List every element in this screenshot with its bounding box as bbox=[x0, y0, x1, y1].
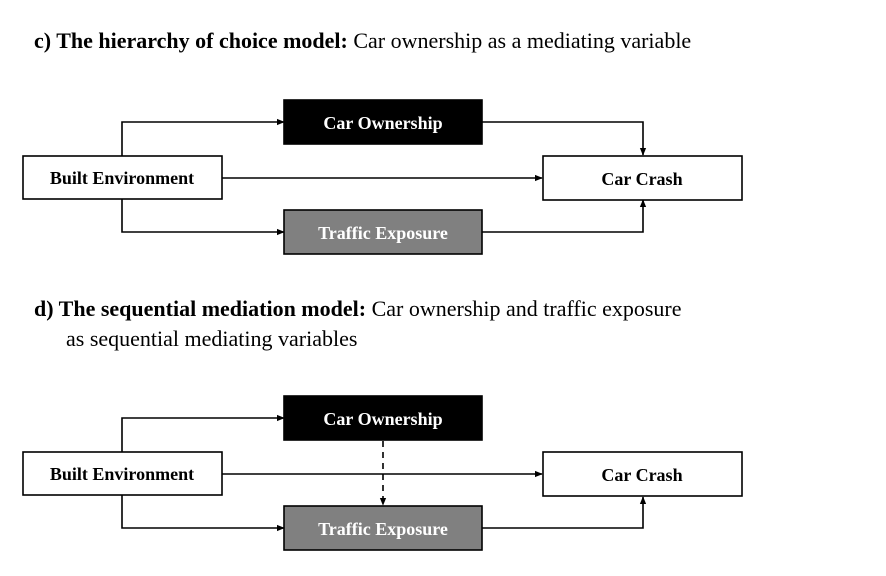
panel-c-diagram: Built Environment Car Ownership Traffic … bbox=[22, 99, 743, 255]
panel-d-title-rest: Car ownership and traffic exposure bbox=[371, 296, 682, 321]
d-node-car-ownership-label: Car Ownership bbox=[323, 409, 442, 429]
c-arrow-exposure-to-crash bbox=[482, 199, 647, 233]
panel-c-heading: c) The hierarchy of choice model: Car ow… bbox=[34, 26, 691, 56]
c-arrow-built-to-exposure bbox=[121, 199, 285, 236]
panel-d-title-bold: The sequential mediation model: bbox=[58, 296, 367, 321]
panel-d-diagram: Built Environment Car Ownership Traffic … bbox=[22, 395, 743, 551]
d-node-car-crash-label: Car Crash bbox=[601, 465, 682, 485]
panel-c-title-rest: Car ownership as a mediating variable bbox=[353, 28, 692, 53]
d-arrow-built-to-exposure bbox=[121, 495, 285, 532]
d-node-traffic-exposure: Traffic Exposure bbox=[283, 505, 483, 551]
d-node-built-environment: Built Environment bbox=[22, 451, 223, 496]
c-node-built-environment: Built Environment bbox=[22, 155, 223, 200]
d-node-car-ownership: Car Ownership bbox=[283, 395, 483, 441]
panel-c-label: c) bbox=[34, 28, 52, 53]
c-node-traffic-exposure: Traffic Exposure bbox=[283, 209, 483, 255]
d-node-traffic-exposure-label: Traffic Exposure bbox=[318, 519, 448, 539]
c-arrow-built-to-ownership bbox=[121, 118, 285, 156]
c-node-car-ownership: Car Ownership bbox=[283, 99, 483, 145]
d-node-car-crash: Car Crash bbox=[542, 451, 743, 497]
c-node-built-environment-label: Built Environment bbox=[50, 168, 194, 188]
d-arrow-exposure-to-crash bbox=[482, 496, 647, 529]
c-node-car-crash: Car Crash bbox=[542, 155, 743, 201]
c-node-traffic-exposure-label: Traffic Exposure bbox=[318, 223, 448, 243]
panel-d-heading: d) The sequential mediation model: Car o… bbox=[34, 294, 682, 354]
c-node-car-crash-label: Car Crash bbox=[601, 169, 682, 189]
d-node-built-environment-label: Built Environment bbox=[50, 464, 194, 484]
c-arrow-ownership-to-crash bbox=[482, 121, 647, 156]
panel-c-title-bold: The hierarchy of choice model: bbox=[56, 28, 348, 53]
panel-d-title-cont: as sequential mediating variables bbox=[66, 326, 358, 351]
c-node-car-ownership-label: Car Ownership bbox=[323, 113, 442, 133]
d-arrow-built-to-ownership bbox=[121, 414, 285, 452]
panel-d-label: d) bbox=[34, 296, 54, 321]
